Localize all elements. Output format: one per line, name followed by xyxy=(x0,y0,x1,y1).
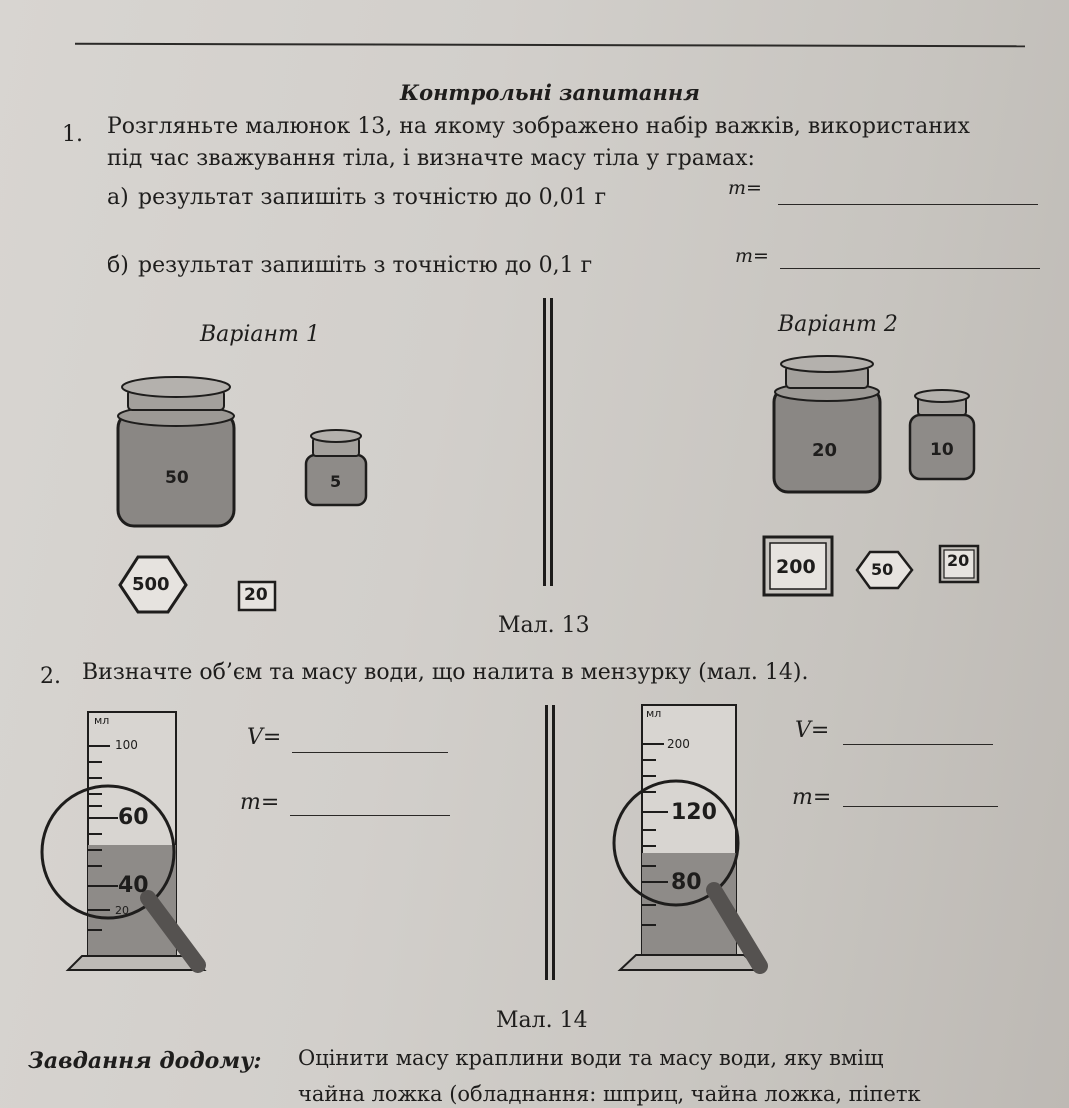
weight-200mg xyxy=(762,535,834,597)
section-title: Контрольні запитання xyxy=(400,80,700,105)
cylinder2-mass-answer-line xyxy=(843,806,998,807)
cylinder1-mark-20: 20 xyxy=(115,904,129,917)
weight-20mg-label: 20 xyxy=(244,585,268,605)
figure13-divider-right xyxy=(550,298,553,586)
figure14-divider-right xyxy=(552,705,555,980)
cylinder2-mark-80: 80 xyxy=(671,870,702,895)
question1-part-b-label: б) xyxy=(107,253,129,278)
weight-500mg xyxy=(118,555,188,614)
cylinder2-volume-answer-line xyxy=(843,744,993,745)
question1-part-a-answer-label: m= xyxy=(728,177,762,199)
weight-5g-label: 5 xyxy=(330,472,342,491)
figure13-divider-left xyxy=(543,298,546,586)
cylinder2-scale-top: 200 xyxy=(667,737,690,751)
question1-part-a-answer-line xyxy=(778,204,1038,205)
weight-200mg-label: 200 xyxy=(776,556,816,578)
cylinder1-volume-label: V= xyxy=(247,725,282,750)
weight-10g-label: 10 xyxy=(930,440,954,460)
cylinder2-mark-120: 120 xyxy=(671,800,717,825)
question1-part-b-answer-line xyxy=(780,268,1040,269)
weight-50g xyxy=(116,376,236,528)
cylinder1-mass-answer-line xyxy=(290,815,450,816)
question1-text-line1: Розгляньте малюнок 13, на якому зображен… xyxy=(107,114,970,139)
question1-part-a-label: а) xyxy=(107,185,129,210)
figure14-divider-left xyxy=(545,705,548,980)
weight-500mg-label: 500 xyxy=(132,574,170,595)
cylinder1-mark-60: 60 xyxy=(118,805,149,830)
question1-part-b-answer-label: m= xyxy=(735,245,769,267)
question1-number: 1. xyxy=(62,122,83,147)
variant1-title: Варіант 1 xyxy=(200,322,320,347)
cylinder1-unit: мл xyxy=(94,714,110,727)
weight-10g xyxy=(908,389,976,481)
cylinder1-mark-40: 40 xyxy=(118,873,149,898)
weight-20g-label: 20 xyxy=(812,440,838,461)
figure14-caption: Мал. 14 xyxy=(496,1008,588,1033)
weight-50g-label: 50 xyxy=(165,468,189,488)
question1-text-line2: під час зважування тіла, і визначте масу… xyxy=(107,146,755,171)
weight-20g xyxy=(772,355,882,494)
cylinder2-mass-label: m= xyxy=(792,785,832,810)
weight-20mg xyxy=(237,580,277,612)
cylinder1-mass-label: m= xyxy=(240,790,280,815)
measuring-cylinder-2 xyxy=(612,704,768,974)
question1-part-a-text: результат запишіть з точністю до 0,01 г xyxy=(138,185,607,210)
cylinder1-volume-answer-line xyxy=(292,752,448,753)
cylinder1-scale-top: 100 xyxy=(115,738,138,752)
measuring-cylinder-1 xyxy=(40,711,207,973)
weight-20mg-variant2-label: 20 xyxy=(947,551,970,570)
question1-part-b-text: результат запишіть з точністю до 0,1 г xyxy=(138,253,593,278)
homework-text-line1: Оцінити масу краплини води та масу води,… xyxy=(298,1046,884,1070)
weight-50mg-label: 50 xyxy=(871,560,894,579)
cylinder2-unit: мл xyxy=(646,707,662,720)
homework-label: Завдання додому: xyxy=(28,1048,262,1074)
weight-50mg xyxy=(855,550,914,590)
variant2-title: Варіант 2 xyxy=(778,312,898,337)
weight-5g xyxy=(304,429,368,507)
cylinder2-volume-label: V= xyxy=(795,718,830,743)
homework-text-line2: чайна ложка (обладнання: шприц, чайна ло… xyxy=(298,1082,921,1106)
figure13-caption: Мал. 13 xyxy=(498,613,590,638)
question2-number: 2. xyxy=(40,664,61,689)
weight-20mg-variant2 xyxy=(938,544,980,584)
question2-text: Визначте об’єм та масу води, що налита в… xyxy=(82,660,809,685)
